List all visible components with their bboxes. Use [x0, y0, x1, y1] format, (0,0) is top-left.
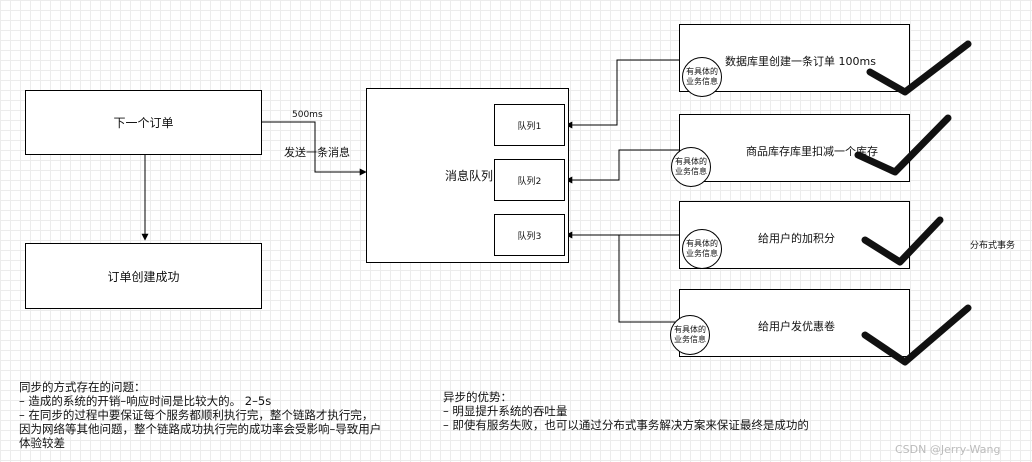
message-queue-title: 消息队列	[445, 169, 494, 183]
queue-1-label: 队列1	[517, 121, 542, 132]
sync-notes-line: 因为网络等其他问题，整个链路成功执行完的成功率会受影响–导致用户	[19, 422, 382, 436]
sync-notes-title: 同步的方式存在的问题：	[19, 380, 146, 394]
business-info-circle-1: 有具体的业务信息	[682, 57, 722, 97]
service-1-label: 数据库里创建一条订单 100ms	[725, 55, 876, 68]
service-4-label: 给用户发优惠卷	[758, 320, 835, 333]
async-notes: 异步的优势： – 明显提升系统的吞吐量 – 即使有服务失败，也可以通过分布式事务…	[443, 390, 809, 432]
latency-label: 500ms	[292, 110, 323, 120]
next-order-label: 下一个订单	[113, 116, 174, 130]
distributed-transaction-label: 分布式事务	[970, 241, 1016, 251]
async-notes-title: 异步的优势：	[443, 390, 512, 404]
order-success-box: 订单创建成功	[25, 243, 262, 309]
business-info-circle-4: 有具体的业务信息	[670, 315, 710, 355]
business-info-circle-3: 有具体的业务信息	[682, 229, 722, 269]
checkmark-icon	[854, 114, 952, 176]
queue-3: 队列3	[494, 214, 565, 256]
service-box-reduce-stock: 商品库存库里扣减一个库存	[679, 114, 910, 182]
arrow-order-to-mq	[262, 121, 367, 176]
line-service4-to-queue3	[618, 235, 679, 323]
async-notes-line: – 即使有服务失败，也可以通过分布式事务解决方案来保证最终是成功的	[443, 418, 809, 432]
next-order-box: 下一个订单	[25, 90, 262, 155]
queue-1: 队列1	[494, 104, 565, 146]
queue-2: 队列2	[494, 159, 565, 201]
send-message-label: 发送一条消息	[284, 146, 350, 159]
sync-notes-line: – 造成的系统的开销–响应时间是比较大的。 2–5s	[19, 394, 272, 408]
arrow-service2-to-queue2	[565, 149, 679, 184]
service-2-label: 商品库存库里扣减一个库存	[746, 145, 878, 158]
queue-2-label: 队列2	[517, 176, 542, 187]
watermark: CSDN @Jerry-Wang	[895, 443, 1001, 456]
sync-notes: 同步的方式存在的问题： – 造成的系统的开销–响应时间是比较大的。 2–5s –…	[19, 380, 381, 450]
async-notes-line: – 明显提升系统的吞吐量	[443, 404, 568, 418]
checkmark-icon	[861, 216, 944, 266]
queue-3-label: 队列3	[517, 231, 542, 242]
order-success-label: 订单创建成功	[107, 269, 180, 284]
checkmark-icon	[866, 40, 972, 96]
sync-notes-line: – 在同步的过程中要保证每个服务都顺利执行完，整个链路才执行完，	[19, 408, 374, 422]
checkmark-icon	[861, 304, 972, 366]
service-box-send-coupon: 给用户发优惠卷	[679, 289, 910, 357]
sync-notes-line: 体验较差	[19, 436, 65, 450]
arrow-service1-to-queue1	[565, 59, 679, 129]
business-info-circle-2: 有具体的业务信息	[671, 147, 711, 187]
service-3-label: 给用户的加积分	[758, 232, 835, 245]
